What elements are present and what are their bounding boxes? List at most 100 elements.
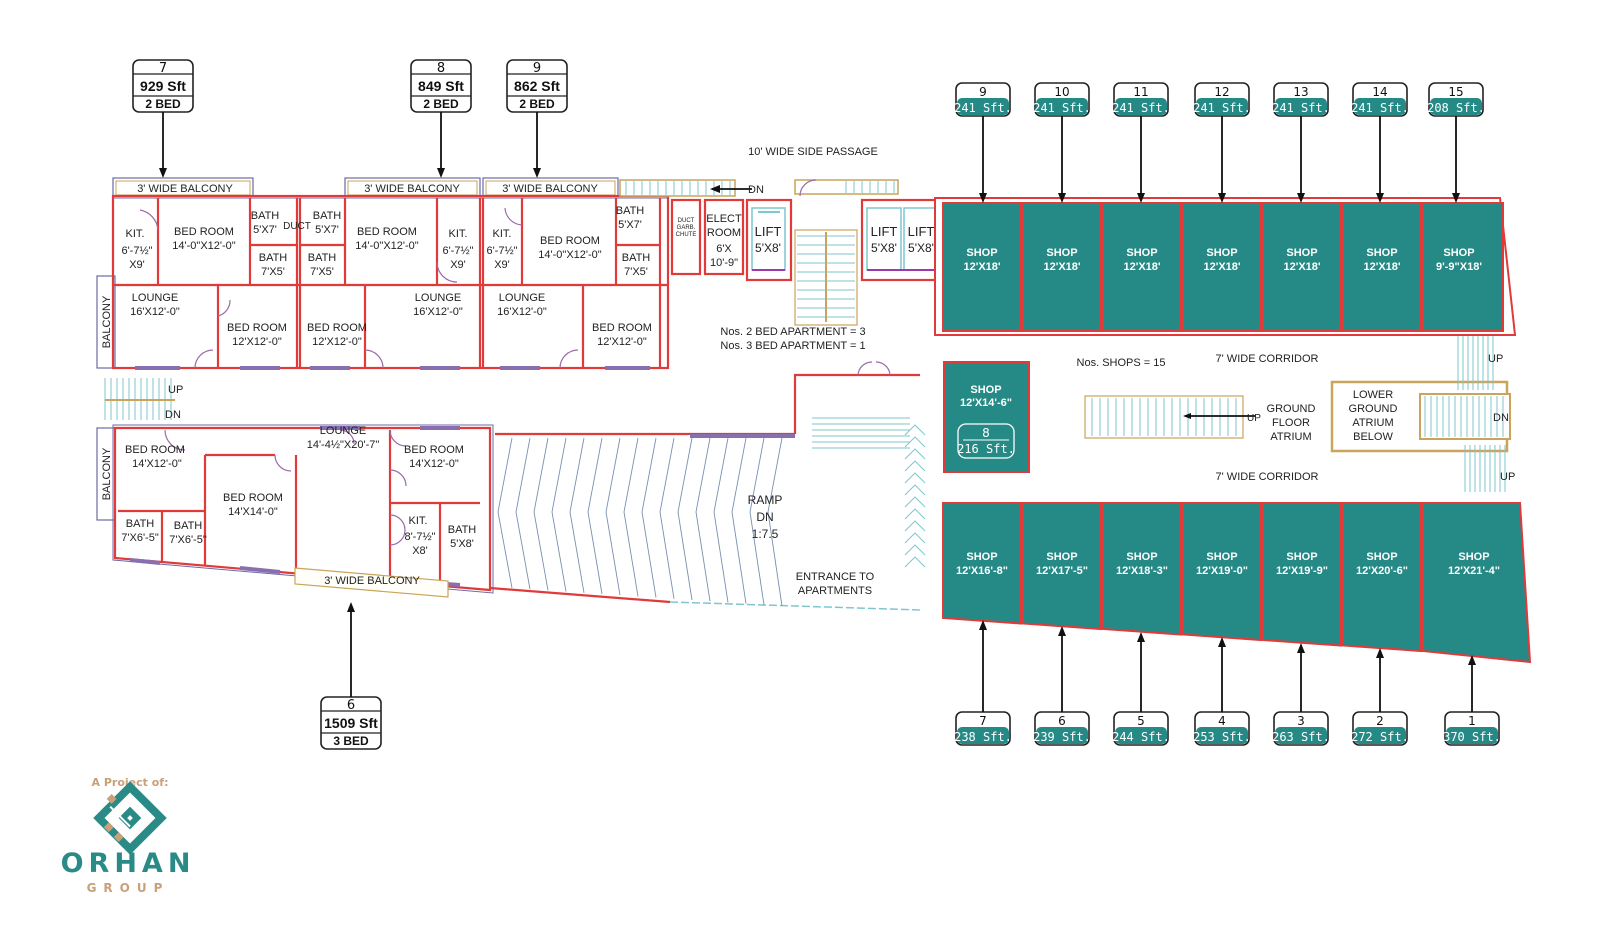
svg-text:GROUND: GROUND (1349, 403, 1398, 415)
shop-top-9[interactable] (942, 202, 1022, 332)
svg-text:X8': X8' (412, 545, 428, 557)
room-bath-3: BATH (259, 252, 288, 264)
svg-text:7'X5': 7'X5' (310, 266, 334, 278)
apt-type: 2 BED (423, 97, 459, 111)
service-core: DN 10' WIDE SIDE PASSAGE DUCT GARB. CHUT… (619, 146, 944, 352)
shop-top-14[interactable] (1342, 202, 1422, 332)
shop-unit: 4 (1218, 714, 1226, 728)
lift-3 (903, 207, 939, 271)
apt-type: 2 BED (519, 97, 555, 111)
shop-bottom-7[interactable] (942, 502, 1022, 625)
shop-top-11[interactable] (1102, 202, 1182, 332)
svg-text:10'-9": 10'-9" (710, 257, 738, 269)
shop-unit: 1 (1468, 714, 1476, 728)
shop-top-12[interactable] (1182, 202, 1262, 332)
room-lounge-1: LOUNGE (132, 292, 178, 304)
svg-text:5'X7': 5'X7' (315, 224, 339, 236)
shop-label: SHOP (1126, 551, 1157, 563)
lift-2 (866, 207, 902, 271)
svg-text:14'X12'-0": 14'X12'-0" (132, 458, 182, 470)
svg-text:14'X12'-0": 14'X12'-0" (409, 458, 459, 470)
shop-unit: 13 (1293, 85, 1308, 99)
shop-size: 12'X19'-0" (1196, 565, 1248, 577)
room-kitchen-1: KIT. (126, 228, 145, 240)
shop-label: SHOP (1286, 247, 1317, 259)
shop-area: 241 Sft. (1351, 101, 1409, 115)
svg-text:14'X14'-0": 14'X14'-0" (228, 506, 278, 518)
stair-up-label-left: UP (168, 384, 183, 396)
shop-8-unit: 8 (982, 426, 990, 440)
svg-text:5'X8': 5'X8' (450, 538, 474, 550)
shop-unit: 11 (1133, 85, 1148, 99)
shop-tag-1[interactable]: 1 370 Sft. (1443, 711, 1501, 746)
shop-size: 12'X20'-6" (1356, 565, 1408, 577)
room-bedroom-b2: BED ROOM (404, 444, 464, 456)
top-room-labels: KIT. 6'-7½" X9' BED ROOM 14'-0"X12'-0" B… (121, 205, 651, 348)
entrance-label: ENTRANCE TO (796, 571, 875, 583)
right-stair-up-2: UP (1500, 471, 1515, 483)
svg-text:5'X8': 5'X8' (908, 241, 934, 255)
shop-bottom-6[interactable] (1022, 502, 1102, 631)
apartment-count-3bed: Nos. 3 BED APARTMENT = 1 (720, 340, 865, 352)
shop-label: SHOP (1206, 551, 1237, 563)
apt-area: 1509 Sft (324, 715, 378, 731)
shop-area: 241 Sft. (1193, 101, 1251, 115)
shop-label: SHOP (1126, 247, 1157, 259)
lift-1-label: LIFT (755, 224, 782, 239)
svg-text:ATRIUM: ATRIUM (1270, 431, 1311, 443)
balcony-side-1-label: BALCONY (101, 295, 113, 348)
shop-area: 370 Sft. (1443, 730, 1501, 744)
apt-area: 929 Sft (140, 78, 186, 94)
shop-size: 12'X17'-5" (1036, 565, 1088, 577)
shop-label: SHOP (1443, 247, 1474, 259)
room-lounge-3: LOUNGE (499, 292, 545, 304)
room-bath-2: BATH (313, 210, 342, 222)
bottom-apartment-block: BALCONY BED ROOM 14'X12'-0" LOUNGE 14'-4… (96, 424, 494, 598)
shop-size: 12'X18' (1043, 261, 1080, 273)
corridor-bottom-label: 7' WIDE CORRIDOR (1216, 471, 1319, 483)
room-bath-4: BATH (308, 252, 337, 264)
balcony-bottom-label: 3' WIDE BALCONY (324, 575, 420, 587)
room-kitchen-3: KIT. (493, 228, 512, 240)
shop-bottom-1[interactable] (1422, 502, 1532, 664)
shop-top-15[interactable] (1422, 202, 1504, 332)
shop-label: SHOP (1046, 247, 1077, 259)
lift-2-label: LIFT (871, 224, 898, 239)
shop-top-10[interactable] (1022, 202, 1102, 332)
shop-bottom-3[interactable] (1262, 502, 1342, 647)
shop-bottom-2[interactable] (1342, 502, 1422, 653)
svg-text:8'-7½": 8'-7½" (404, 531, 435, 543)
ramp: RAMP DN 1:7.5 ENTRANCE TO APARTMENTS (489, 361, 926, 611)
shop-bottom-4[interactable] (1182, 502, 1262, 642)
room-lounge-2: LOUNGE (415, 292, 461, 304)
shop-label: SHOP (1458, 551, 1489, 563)
shop-bottom-5[interactable] (1102, 502, 1182, 636)
svg-text:DN: DN (756, 510, 773, 524)
apt-area: 849 Sft (418, 78, 464, 94)
svg-text:5'X7': 5'X7' (618, 219, 642, 231)
svg-text:6'-7½": 6'-7½" (121, 245, 152, 257)
room-bedroom-2: BED ROOM (357, 226, 417, 238)
shop-top-13[interactable] (1262, 202, 1342, 332)
ground-floor-atrium-label: GROUND (1267, 403, 1316, 415)
shop-label: SHOP (1286, 551, 1317, 563)
shop-area: 263 Sft. (1272, 730, 1330, 744)
